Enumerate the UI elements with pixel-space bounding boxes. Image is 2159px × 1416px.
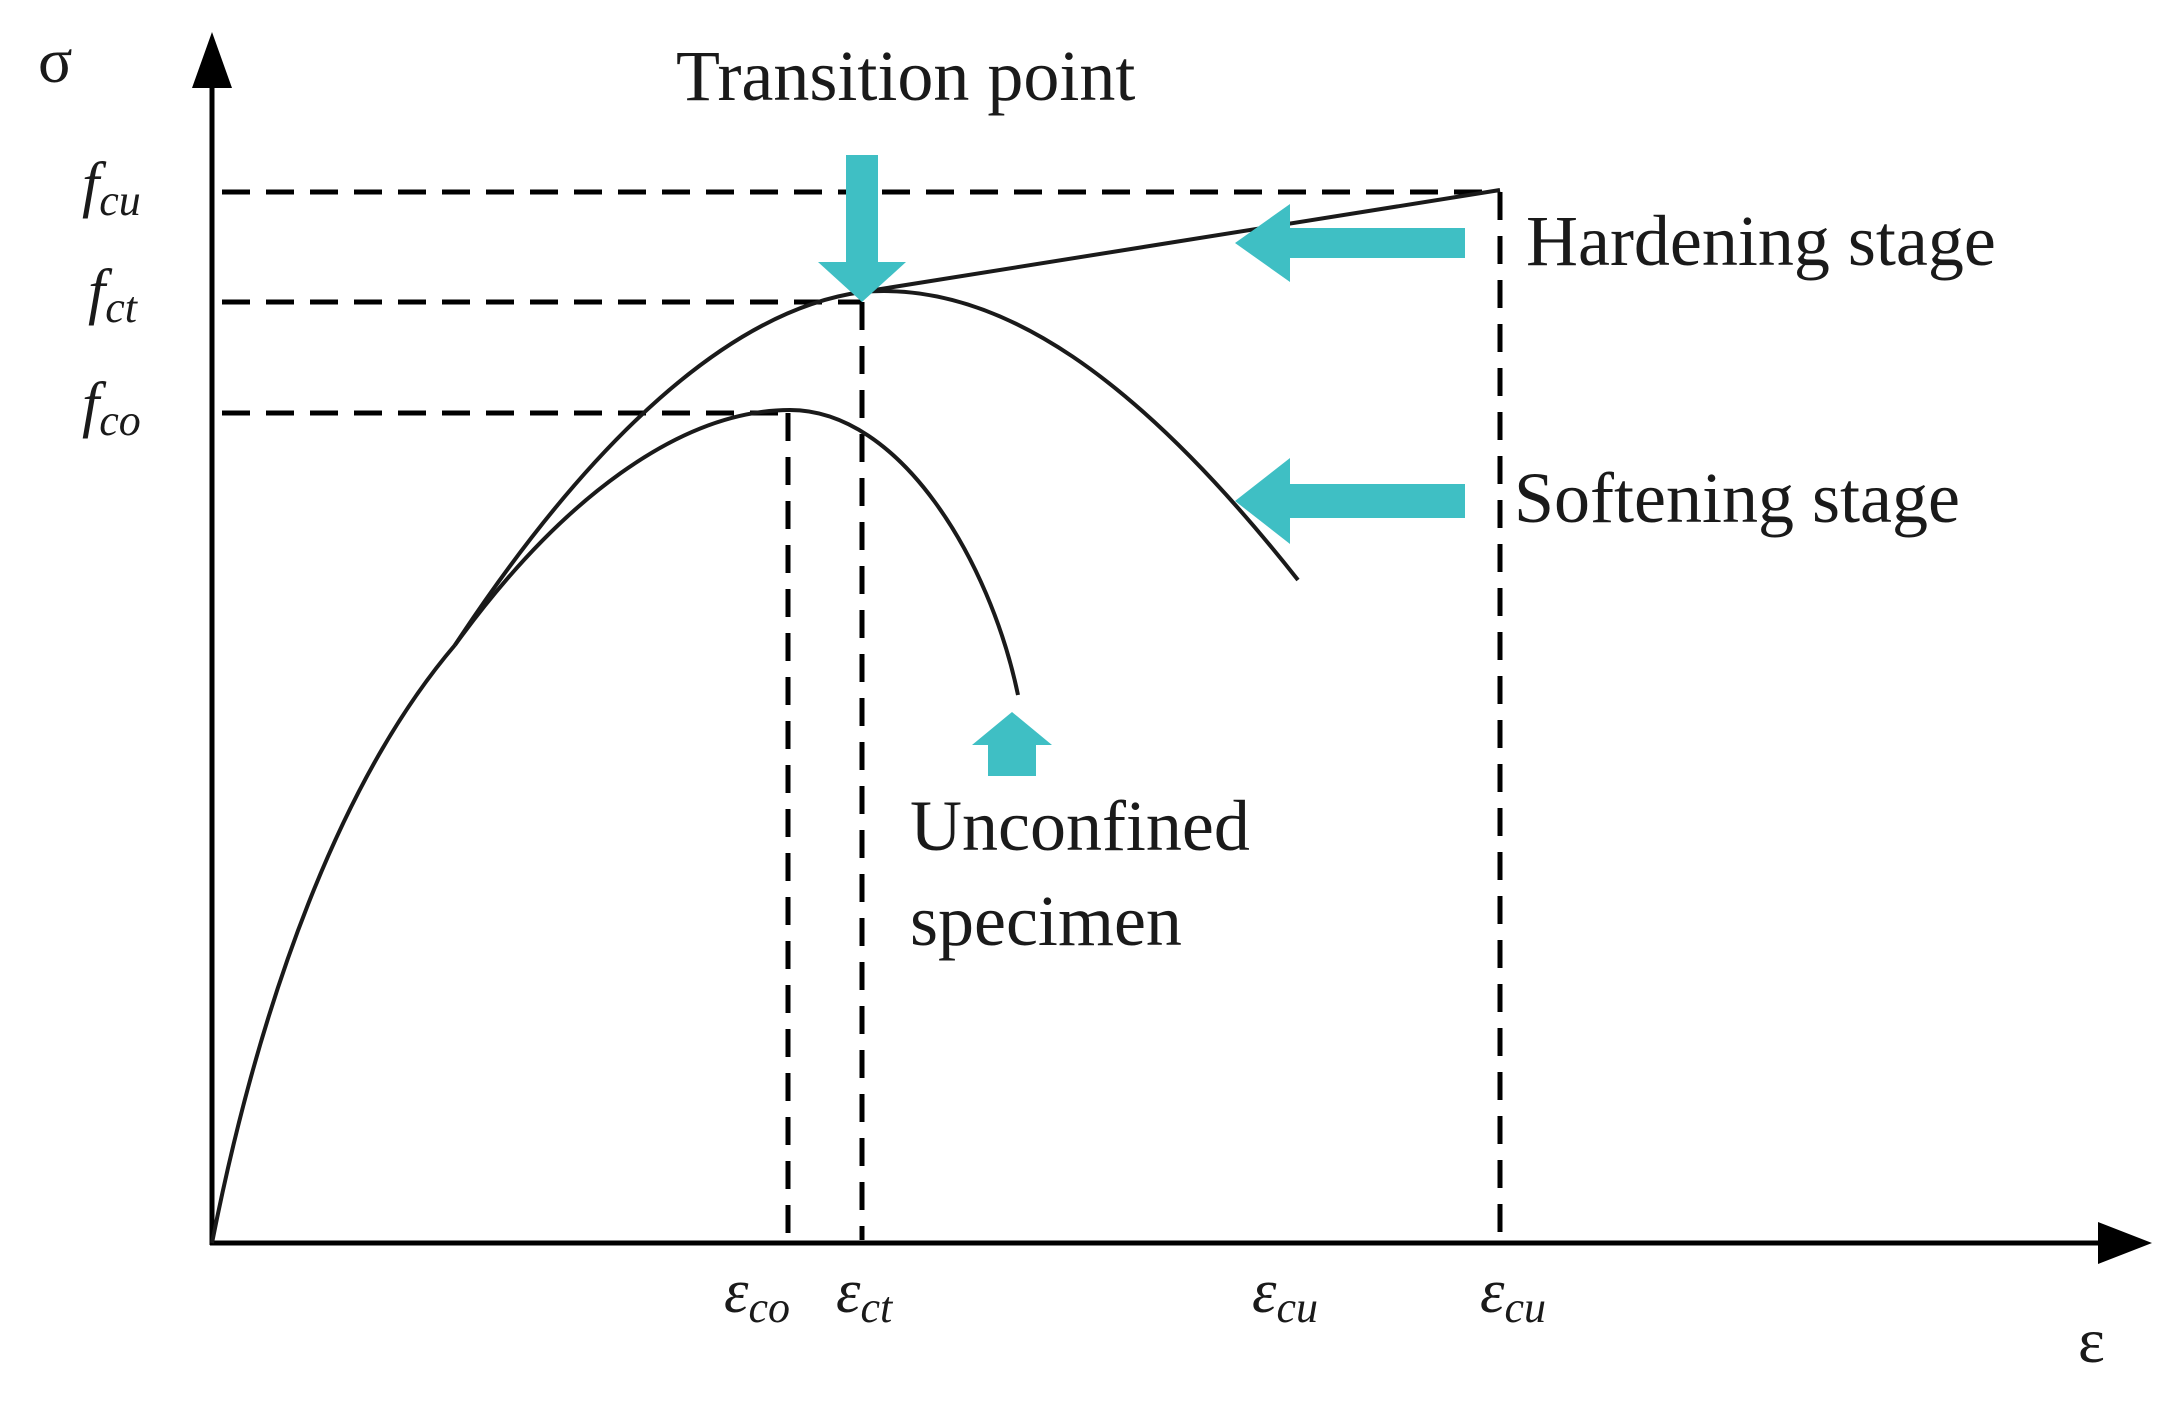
y-axis-arrowhead xyxy=(192,32,232,88)
y-tick-fco: fco xyxy=(82,371,141,445)
x-tick-eco: εco xyxy=(724,1258,790,1332)
transition-point-label: Transition point xyxy=(676,36,1135,116)
hardening-line xyxy=(861,188,1501,294)
annotation-arrows xyxy=(818,155,1465,776)
x-tick-labels: εco εct εcu εcu xyxy=(724,1258,1546,1332)
x-tick-ecu-softening: εcu xyxy=(1252,1258,1318,1332)
unconfined-label-line2: specimen xyxy=(910,881,1182,961)
common-initial-curve xyxy=(210,643,457,1244)
unconfined-specimen-arrow-icon xyxy=(972,712,1052,776)
y-tick-fcu: fcu xyxy=(82,151,141,225)
confined-curve-to-transition xyxy=(453,290,863,647)
softening-curve xyxy=(861,289,1300,582)
x-tick-ecu-hardening: εcu xyxy=(1480,1258,1546,1332)
x-axis-label: ε xyxy=(2078,1305,2105,1376)
dashed-reference-lines xyxy=(222,189,1503,1240)
x-axis-arrowhead xyxy=(2098,1222,2152,1264)
x-tick-ect: εct xyxy=(836,1258,894,1332)
y-tick-labels: fcu fct fco xyxy=(82,151,141,445)
softening-stage-label: Softening stage xyxy=(1514,458,1960,538)
y-tick-fct: fct xyxy=(88,258,139,332)
softening-stage-arrow-icon xyxy=(1235,458,1465,544)
unconfined-label-line1: Unconfined xyxy=(910,786,1250,866)
transition-point-arrow-icon xyxy=(818,155,906,302)
hardening-stage-arrow-icon xyxy=(1235,204,1465,282)
y-axis-label: σ xyxy=(38,25,73,96)
hardening-stage-label: Hardening stage xyxy=(1526,201,1996,281)
axes xyxy=(192,32,2152,1264)
curves xyxy=(210,188,1501,1244)
unconfined-curve xyxy=(453,407,1020,696)
